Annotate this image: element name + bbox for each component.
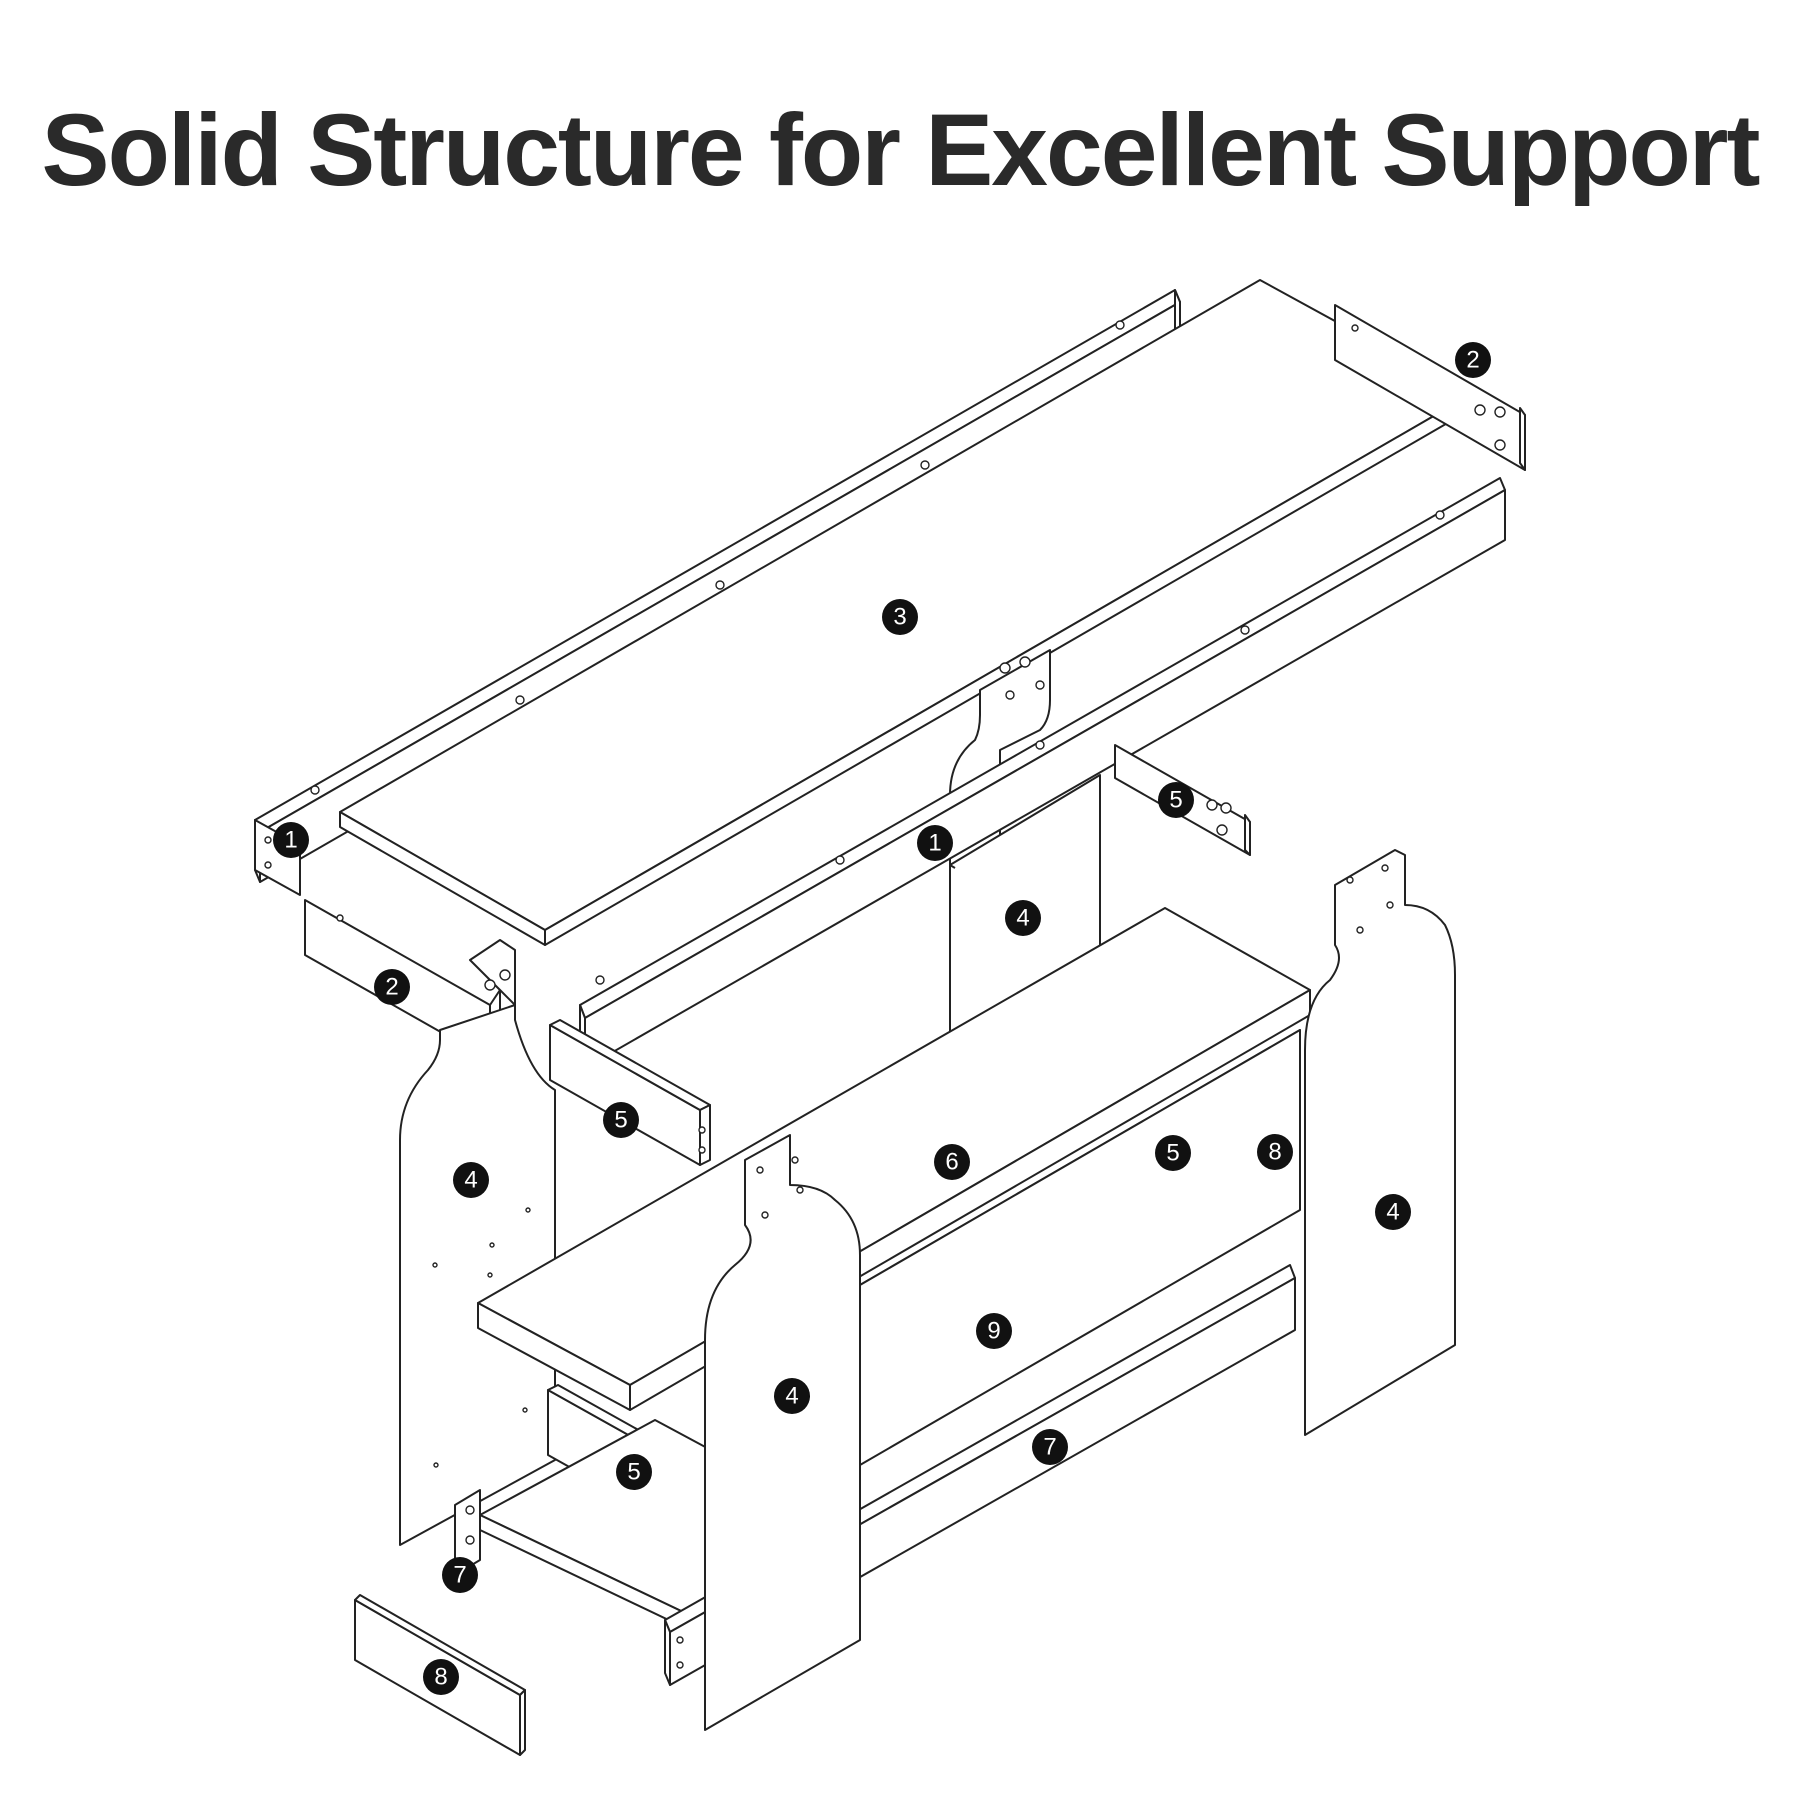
callout-label: 7 — [453, 1562, 466, 1589]
callout-5-upper-right: 5 — [1158, 782, 1194, 818]
callout-3-top: 3 — [882, 599, 918, 635]
part-4-left-side-panel — [399, 1004, 556, 1546]
callout-7-rail: 7 — [1032, 1429, 1068, 1465]
callout-5-left: 5 — [603, 1102, 639, 1138]
callout-label: 5 — [1169, 787, 1182, 814]
callout-label: 5 — [1166, 1140, 1179, 1167]
callout-label: 4 — [785, 1383, 798, 1410]
callout-5-lower-left: 5 — [616, 1454, 652, 1490]
callout-5-right: 5 — [1155, 1135, 1191, 1171]
callout-1-left: 1 — [273, 822, 309, 858]
part-1-front-rail — [579, 477, 1506, 1069]
part-4-front-side-panel — [704, 1134, 861, 1731]
callout-4-back: 4 — [1005, 900, 1041, 936]
callout-6-shelf: 6 — [934, 1144, 970, 1180]
callout-8-back: 8 — [1257, 1134, 1293, 1170]
callout-label: 7 — [1043, 1434, 1056, 1461]
callout-label: 5 — [627, 1459, 640, 1486]
callout-7-left: 7 — [442, 1557, 478, 1593]
callout-2-top-right: 2 — [1455, 342, 1491, 378]
part-4-right-side-panel — [1304, 849, 1456, 1436]
callout-8-board: 8 — [423, 1659, 459, 1695]
callout-label: 1 — [928, 830, 941, 857]
callout-label: 4 — [1386, 1199, 1399, 1226]
part-7-left-end — [454, 1489, 481, 1576]
callout-label: 4 — [1016, 905, 1029, 932]
callout-label: 2 — [385, 974, 398, 1001]
callout-4-front: 4 — [774, 1378, 810, 1414]
page-title: Solid Structure for Excellent Support — [41, 93, 1761, 207]
callout-label: 6 — [945, 1149, 958, 1176]
callout-9-bottom: 9 — [976, 1313, 1012, 1349]
callout-4-left: 4 — [453, 1162, 489, 1198]
callout-label: 1 — [284, 827, 297, 854]
callout-label: 4 — [464, 1167, 477, 1194]
part-5-left-rail — [549, 1019, 711, 1166]
callout-label: 9 — [987, 1318, 1000, 1345]
callout-label: 8 — [1268, 1139, 1281, 1166]
callout-label: 3 — [893, 604, 906, 631]
callout-label: 2 — [1466, 347, 1479, 374]
callout-4-right: 4 — [1375, 1194, 1411, 1230]
callout-label: 8 — [434, 1664, 447, 1691]
callout-2-left: 2 — [374, 969, 410, 1005]
callout-1-center: 1 — [917, 825, 953, 861]
part-2-back-cap — [1334, 304, 1526, 471]
callout-label: 5 — [614, 1107, 627, 1134]
